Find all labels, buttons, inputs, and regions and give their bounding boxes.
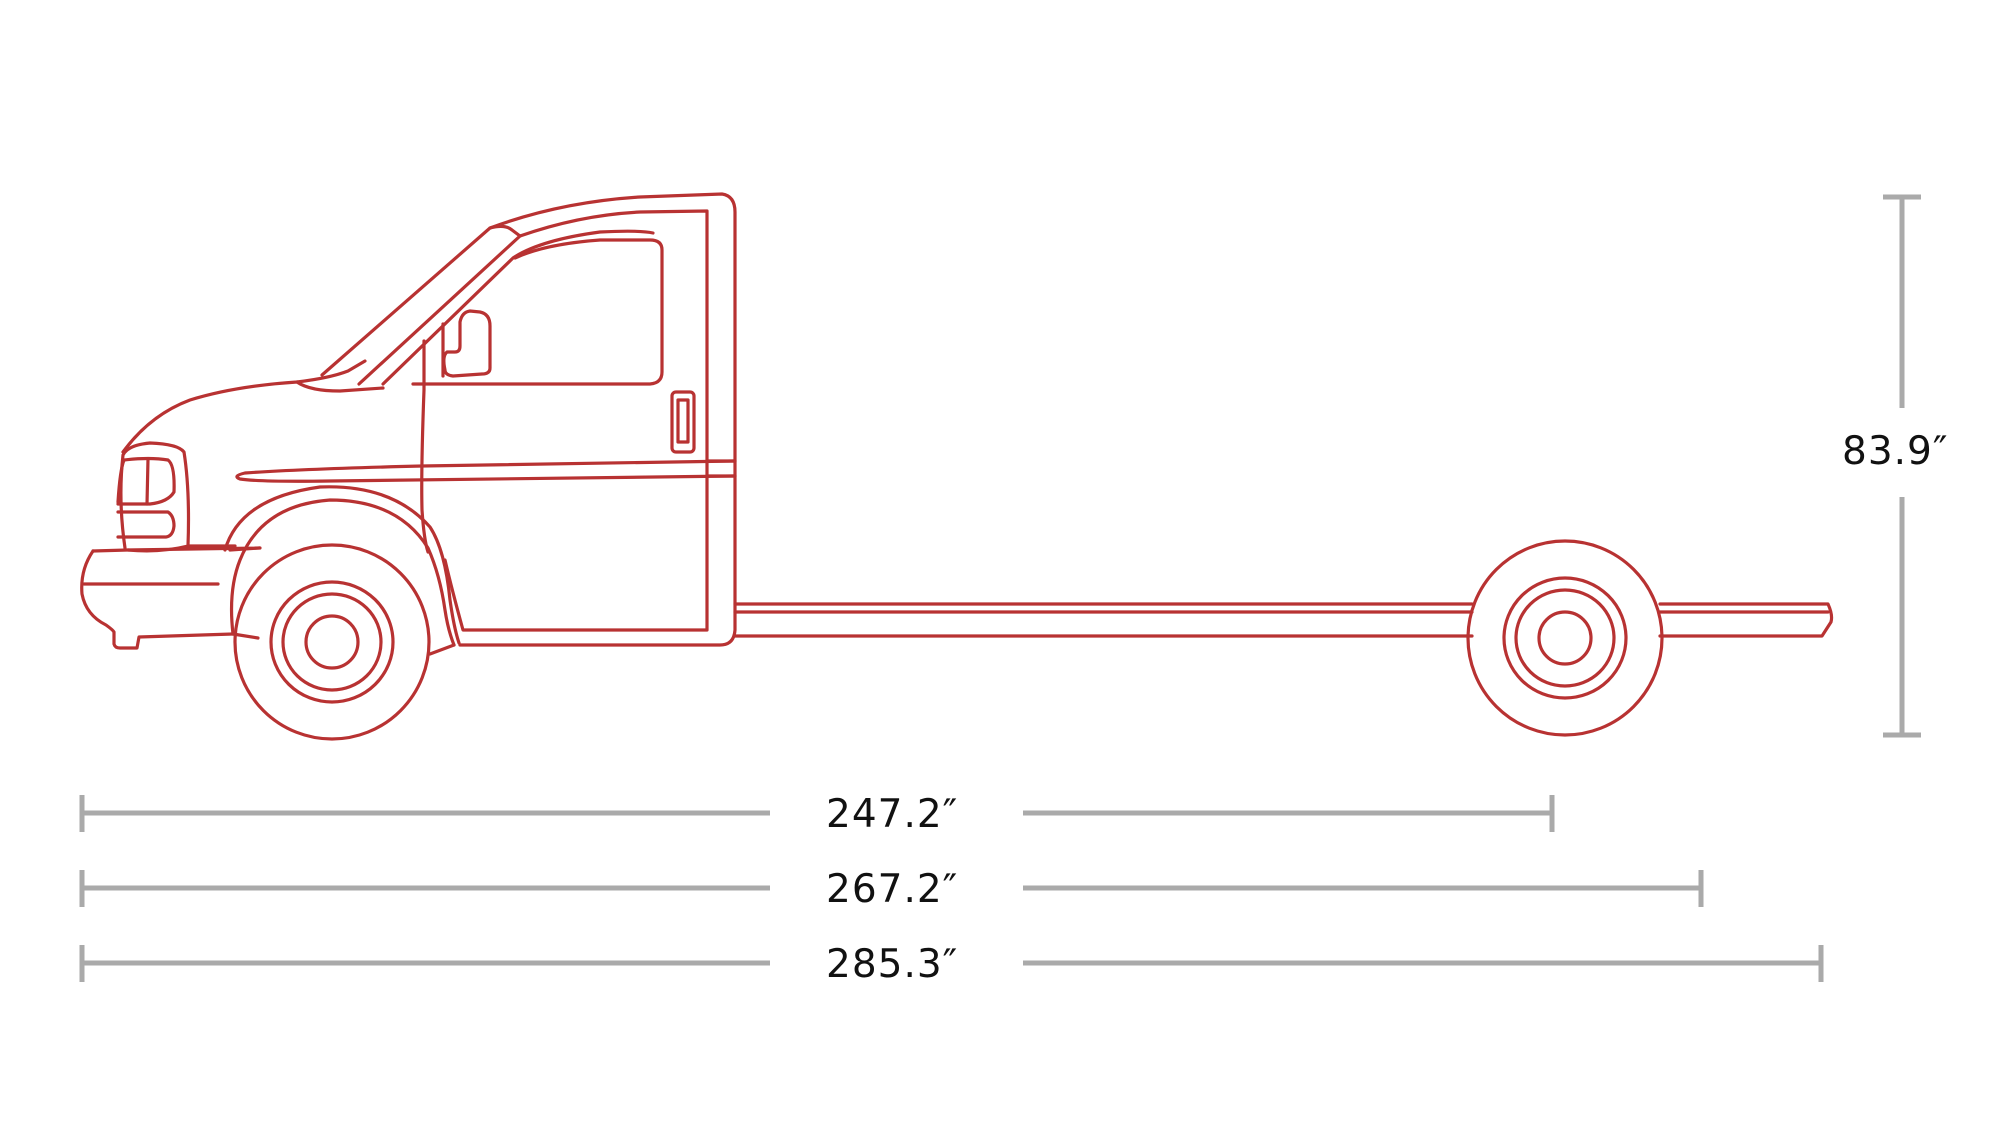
headlight bbox=[116, 441, 191, 550]
side-mirror bbox=[441, 309, 492, 378]
cab-outline bbox=[443, 192, 737, 647]
side-window bbox=[411, 238, 664, 386]
dimension-line-285 bbox=[79, 945, 1824, 982]
body-stripe bbox=[235, 459, 737, 483]
door-handle bbox=[670, 390, 696, 454]
length-dimension-label-247: 247.2″ bbox=[826, 792, 959, 837]
height-dimension-line bbox=[1883, 194, 1921, 738]
dimension-line-247 bbox=[79, 795, 1555, 832]
length-dimension-label-267: 267.2″ bbox=[826, 867, 959, 912]
a-pillar bbox=[320, 224, 655, 386]
length-dimension-label-285: 285.3″ bbox=[826, 942, 959, 987]
height-dimension-label: 83.9″ bbox=[1842, 429, 1949, 474]
dimension-line-267 bbox=[79, 870, 1704, 907]
hood bbox=[121, 359, 385, 454]
front-wheel-arch bbox=[223, 485, 461, 656]
chassis-frame-rail bbox=[733, 602, 1834, 638]
rear-wheel bbox=[1466, 539, 1664, 737]
truck-illustration bbox=[80, 192, 1834, 741]
door-front-edge bbox=[420, 339, 430, 554]
front-wheel bbox=[233, 543, 431, 741]
